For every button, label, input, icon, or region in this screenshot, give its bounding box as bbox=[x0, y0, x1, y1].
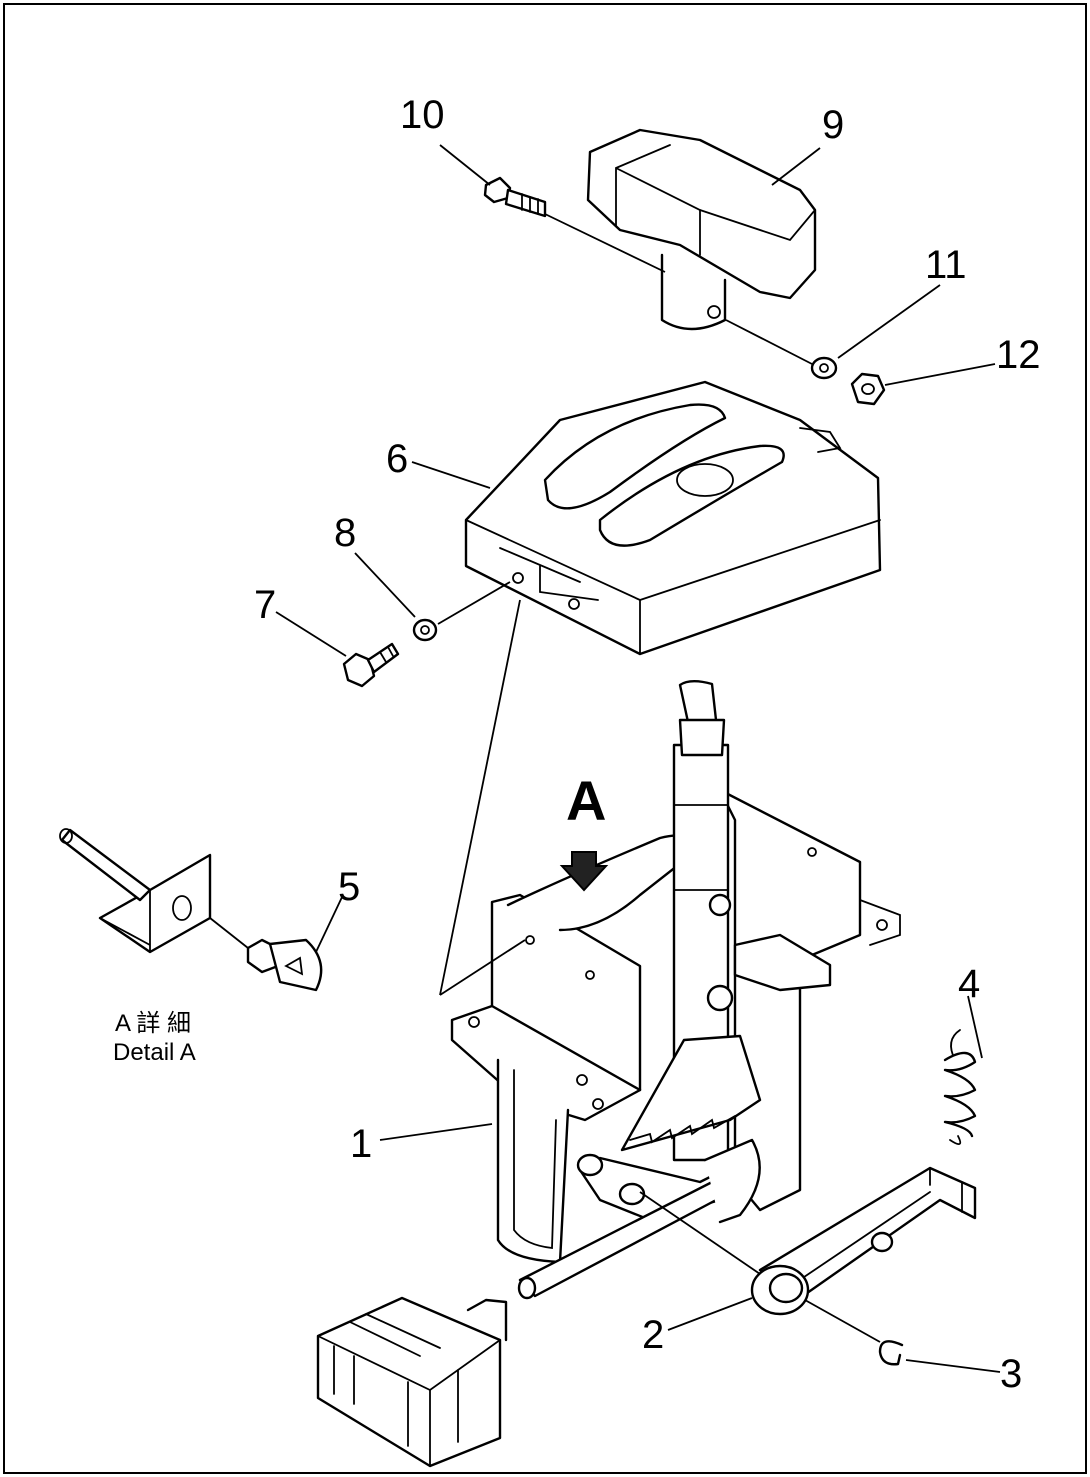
part-washer-11[interactable] bbox=[810, 356, 838, 380]
detail-a-bracket[interactable] bbox=[59, 828, 212, 954]
border-frame bbox=[3, 3, 1087, 1474]
part-pedal[interactable] bbox=[316, 1296, 508, 1468]
part-washer-8[interactable] bbox=[412, 618, 438, 642]
callout-7: 7 bbox=[254, 583, 276, 627]
part-lamp[interactable] bbox=[246, 938, 323, 992]
callout-3: 3 bbox=[1000, 1352, 1022, 1396]
callout-11: 11 bbox=[925, 243, 967, 287]
part-bolt-7[interactable] bbox=[342, 642, 400, 688]
detail-a-label-en: Detail A bbox=[113, 1039, 196, 1066]
part-spring[interactable] bbox=[943, 1029, 977, 1146]
view-letter-a: A bbox=[566, 769, 606, 832]
view-a-arrow bbox=[559, 851, 609, 892]
part-nut-12[interactable] bbox=[850, 372, 886, 406]
callout-8: 8 bbox=[334, 511, 356, 555]
alignment-lines bbox=[209, 213, 881, 1343]
callout-1: 1 bbox=[350, 1122, 372, 1166]
part-knob[interactable] bbox=[586, 128, 817, 331]
part-snap-ring[interactable] bbox=[878, 1340, 904, 1366]
part-lever-arm[interactable] bbox=[750, 1166, 977, 1316]
part-bolt-10[interactable] bbox=[483, 176, 547, 218]
part-bracket-assembly[interactable] bbox=[450, 680, 901, 1300]
callout-12: 12 bbox=[996, 333, 1041, 377]
callout-4: 4 bbox=[958, 962, 980, 1006]
detail-a-label-jp: A 詳 細 bbox=[115, 1010, 191, 1037]
callout-6: 6 bbox=[386, 437, 408, 481]
part-cover[interactable] bbox=[464, 380, 882, 656]
callout-9: 9 bbox=[822, 103, 844, 147]
callout-10: 10 bbox=[400, 93, 445, 137]
callout-5: 5 bbox=[338, 865, 360, 909]
callout-2: 2 bbox=[642, 1313, 664, 1357]
leader-lines bbox=[275, 144, 1001, 1373]
